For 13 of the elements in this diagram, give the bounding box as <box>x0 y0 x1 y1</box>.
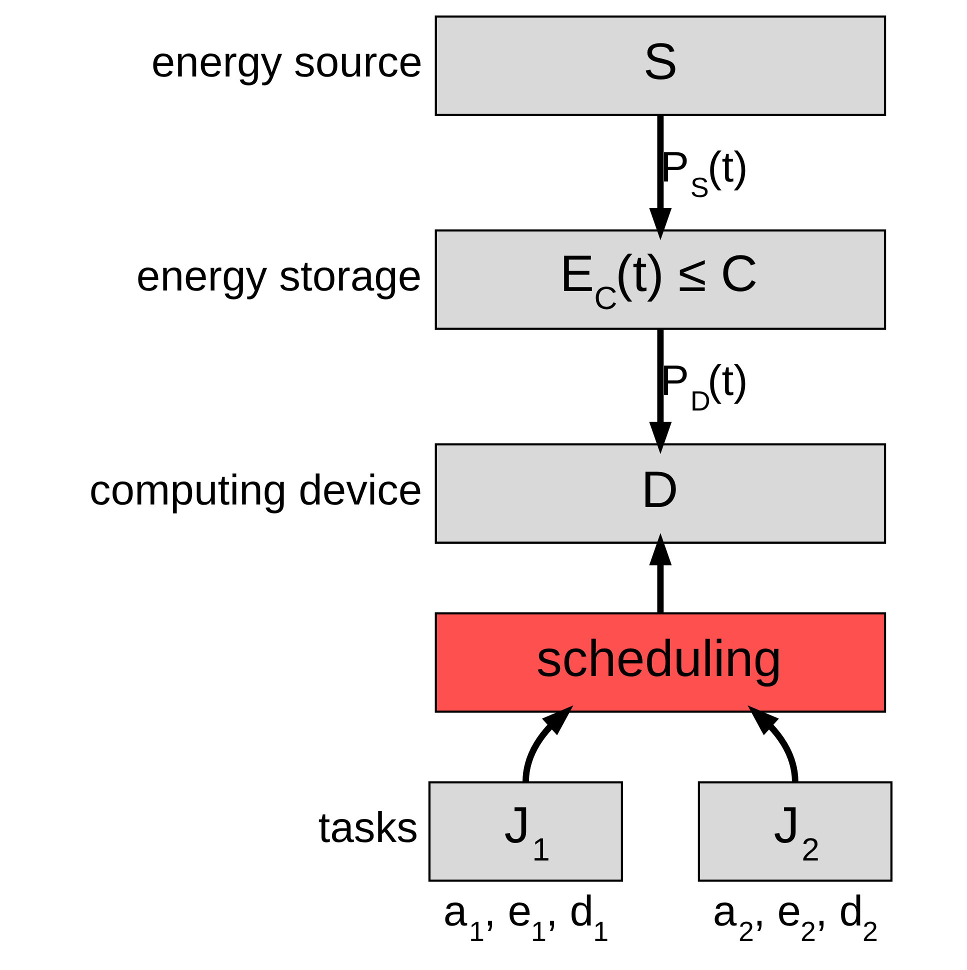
node-label: energy storage <box>136 252 422 300</box>
edge-label: P$_{D}$(t) <box>660 357 748 417</box>
arrow <box>747 705 798 782</box>
arrow <box>522 705 573 782</box>
arrow <box>648 533 672 613</box>
node-label: a$_{1}$, e$_{1}$, d$_{1}$ <box>442 888 608 948</box>
node-label: computing device <box>88 466 422 514</box>
arrow <box>648 328 672 454</box>
node-label: a$_{2}$, e$_{2}$, d$_{2}$ <box>712 888 878 948</box>
node-label: tasks <box>318 804 418 852</box>
edge-label: P$_{S}$(t) <box>660 143 748 203</box>
node-label: energy source <box>150 38 422 86</box>
arrow <box>648 114 672 240</box>
